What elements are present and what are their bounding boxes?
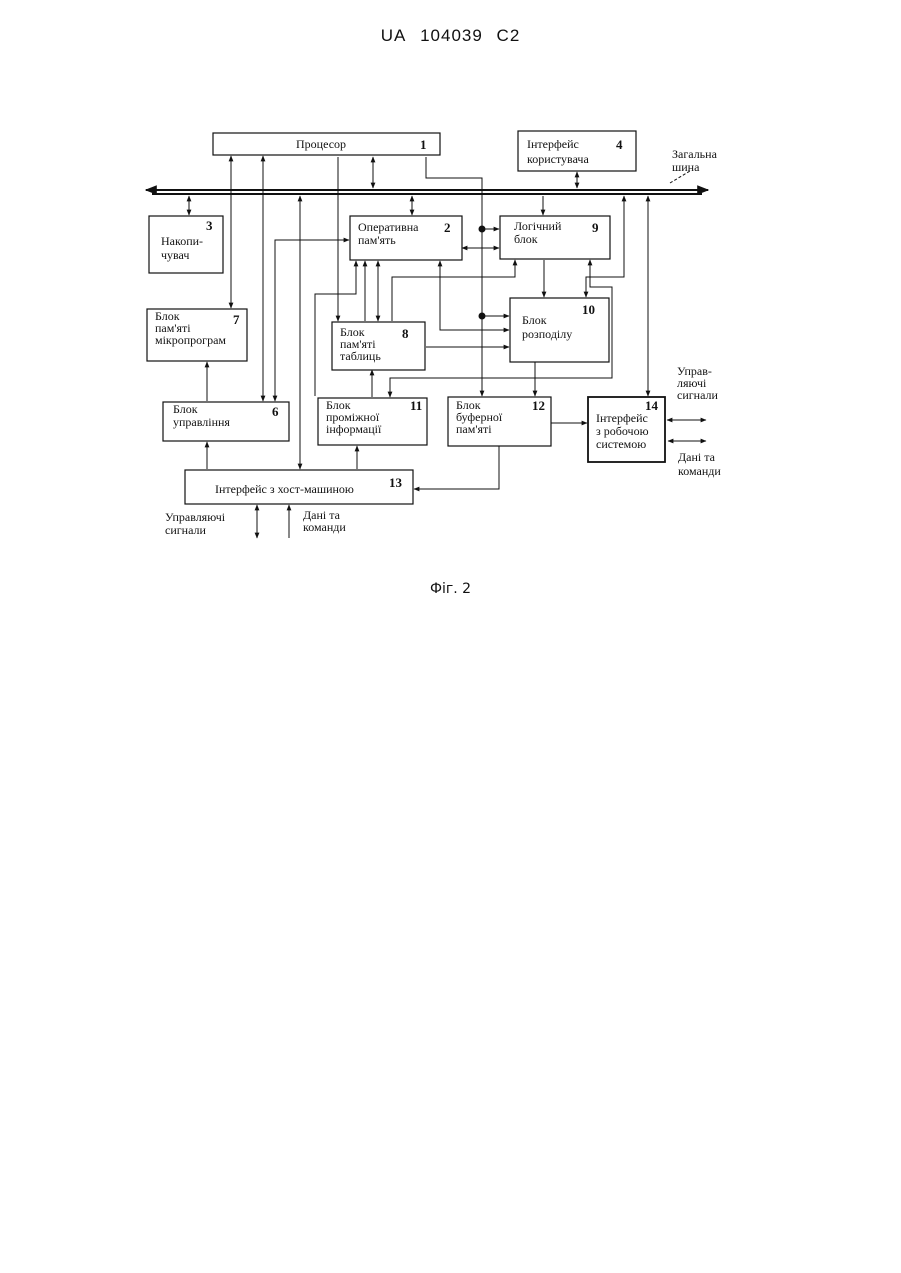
block-b12-label: пам'яті (456, 422, 492, 436)
block-b4-number: 4 (616, 137, 623, 152)
signal-label-host_ctrl: сигнали (165, 523, 207, 537)
block-b10-label: Блок (522, 313, 547, 327)
block-b14-label: Інтерфейс (596, 411, 648, 425)
bus-label: Загальна (672, 147, 718, 161)
block-b12: Блокбуферноїпам'яті12 (448, 397, 551, 446)
signal-label-work_ctrl: сигнали (677, 388, 719, 402)
block-b9-number: 9 (592, 220, 599, 235)
block-b14-label: системою (596, 437, 646, 451)
wire (440, 261, 509, 330)
block-b11: Блокпроміжноїінформації11 (318, 398, 427, 445)
wire (390, 369, 612, 397)
block-b3-number: 3 (206, 218, 213, 233)
block-b4: Інтерфейскористувача 4 (518, 131, 636, 171)
block-b1: Процесор 1 (213, 133, 440, 155)
block-group: Процесор 1Оперативнапам'ять 2Накопи-чувач 3… (147, 131, 665, 504)
block-b4-label: користувача (527, 152, 589, 166)
block-b9-label: блок (514, 232, 538, 246)
block-b3: Накопи-чувач 3 (149, 216, 223, 273)
signal-label-host_data: команди (303, 520, 346, 534)
block-b14: Інтерфейсз робочоюсистемою 14 (588, 397, 665, 462)
block-b8: Блокпам'ятітаблиць8 (332, 322, 425, 370)
block-b14-number: 14 (645, 398, 659, 413)
block-b6-label: Блок (173, 402, 198, 416)
block-b2-label: Оперативна (358, 220, 419, 234)
signal-label-host_ctrl: Управляючі (165, 510, 226, 524)
signal-label-work_data: Дані та (678, 450, 716, 464)
block-b10-number: 10 (582, 302, 595, 317)
wire (392, 260, 515, 321)
block-b2: Оперативнапам'ять 2 (350, 216, 462, 260)
block-b3-label: Накопи- (161, 234, 203, 248)
block-b3-label: чувач (161, 248, 189, 262)
block-b7-label: мікропрограм (155, 333, 226, 347)
block-b9: Логічнийблок 9 (500, 216, 610, 259)
block-b7-number: 7 (233, 312, 240, 327)
block-b13-label: Інтерфейс з хост-машиною (215, 482, 354, 496)
block-b13-number: 13 (389, 475, 403, 490)
figure-caption: Фіг. 2 (0, 581, 901, 597)
block-b1-number: 1 (420, 137, 427, 152)
block-b2-number: 2 (444, 220, 451, 235)
block-b6: Блокуправління 6 (163, 402, 289, 441)
block-b8-label: таблиць (340, 349, 381, 363)
block-b10: Блокрозподілу 10 (510, 298, 609, 362)
block-b6-label: управління (173, 415, 230, 429)
block-b11-number: 11 (410, 398, 422, 413)
block-b14-label: з робочою (596, 424, 649, 438)
block-b8-number: 8 (402, 326, 409, 341)
block-b2-label: пам'ять (358, 233, 396, 247)
wire (414, 446, 499, 489)
block-b13: Інтерфейс з хост-машиною 13 (185, 470, 413, 504)
block-b7: Блокпам'ятімікропрограм7 (147, 309, 247, 361)
block-b9-label: Логічний (514, 219, 562, 233)
block-b4-label: Інтерфейс (527, 137, 579, 151)
block-b1-label: Процесор (296, 137, 346, 151)
signal-label-work_data: команди (678, 464, 721, 478)
block-b10-label: розподілу (522, 327, 572, 341)
block-b6-number: 6 (272, 404, 279, 419)
general-bus (146, 171, 708, 194)
block-b11-label: інформації (326, 422, 382, 436)
bus-label: шина (672, 160, 700, 174)
block-b12-number: 12 (532, 398, 545, 413)
